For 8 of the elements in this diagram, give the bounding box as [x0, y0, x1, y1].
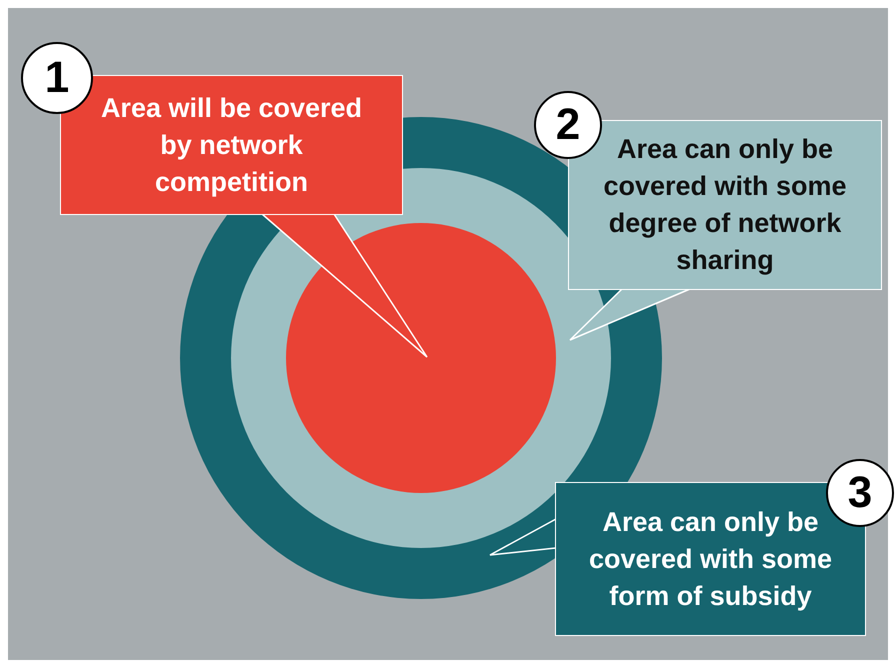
callout-pointer — [569, 288, 691, 341]
number-badge: 1 — [21, 42, 93, 114]
callout-text: Area will be covered by network competition — [100, 92, 364, 199]
callout-pointer — [260, 213, 428, 358]
number-badge: 2 — [534, 91, 602, 159]
number-badge: 3 — [826, 459, 894, 527]
callout-pointer — [489, 518, 557, 556]
callout-text: Area can only be covered with some degree of network sharing — [602, 133, 848, 277]
